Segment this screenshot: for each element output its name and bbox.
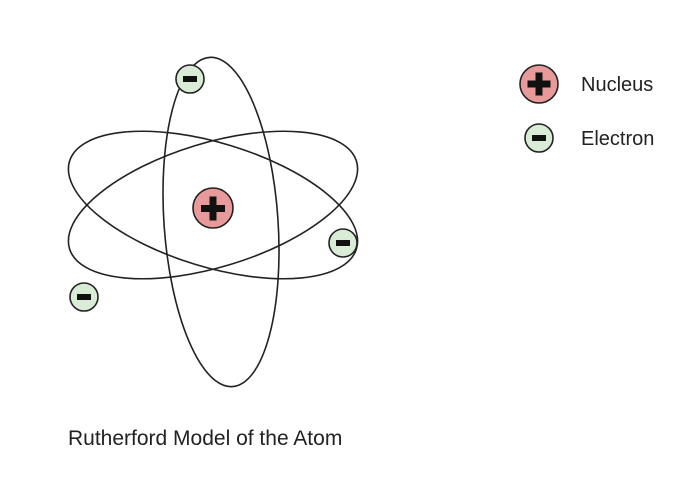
minus-icon [336,240,350,246]
electron-top [175,64,205,94]
minus-icon [77,294,91,300]
minus-icon [532,135,546,141]
orbit-tilted-up [67,130,359,280]
legend-nucleus-label: Nucleus [581,74,654,96]
diagram-caption: Rutherford Model of the Atom [68,427,343,450]
plus-icon [527,72,551,96]
legend-electron-symbol [524,123,554,153]
electron-left [69,282,99,312]
plus-icon [201,196,225,221]
legend-nucleus-symbol [519,64,559,104]
legend-electron-label: Electron [581,128,655,150]
minus-icon [183,76,197,82]
electron-right [328,228,358,258]
nucleus [192,187,234,229]
orbit-vertical [162,56,280,388]
